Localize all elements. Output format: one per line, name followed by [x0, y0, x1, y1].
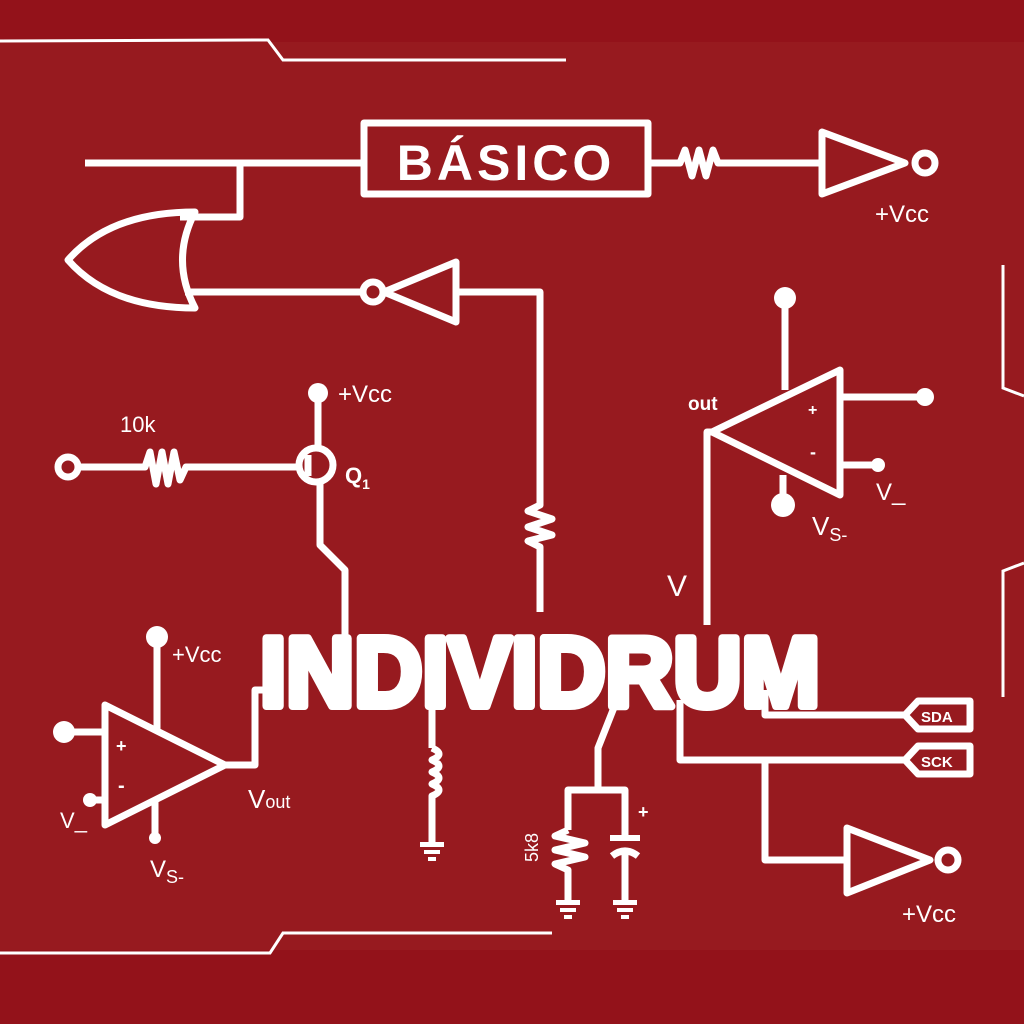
vs-minus-right-label: VS-	[812, 511, 847, 545]
vs-minus-left-label: VS-	[150, 856, 184, 887]
ground-symbol-resistor	[556, 900, 580, 919]
or-input-top	[180, 163, 244, 221]
rc-branch	[564, 786, 629, 835]
top-buffer	[818, 128, 909, 198]
vcc-transistor-label: +Vcc	[338, 381, 392, 408]
v-label: V	[667, 570, 687, 603]
sda-tag	[901, 697, 974, 733]
resistor-10k	[78, 448, 298, 488]
right-bracket-lower	[1001, 561, 1024, 697]
left-opamp-minus: -	[118, 775, 125, 797]
top-border-trace	[0, 38, 566, 62]
album-title: INDIVIDRUM	[260, 617, 820, 727]
transistor-q1	[295, 444, 337, 486]
transistor-label: Q1	[345, 463, 370, 492]
capacitor-plus: +	[638, 802, 649, 822]
right-opamp-output-wire	[703, 428, 712, 625]
bottom-border-trace	[0, 931, 552, 955]
sck-label: SCK	[921, 754, 953, 771]
vout-label: Vout	[248, 784, 290, 814]
bottom-buffer-wire	[761, 760, 847, 864]
vcc-bottom-label: +Vcc	[902, 901, 956, 928]
basico-label: BÁSICO	[397, 135, 615, 191]
bottom-buffer	[843, 824, 934, 897]
right-opamp-minus-dot	[871, 458, 885, 472]
inverter-resistor-wire	[456, 288, 556, 612]
ground-symbol-capacitor	[613, 900, 637, 919]
right-bracket-upper	[1001, 265, 1024, 398]
opamp-out-label: out	[688, 394, 718, 415]
right-opamp-minus: -	[810, 442, 816, 462]
top-band	[0, 0, 1024, 42]
rc-wire	[594, 703, 619, 790]
right-opamp-plus: +	[808, 402, 817, 419]
v-minus-right-label: V_	[876, 479, 906, 506]
sck-tag	[901, 742, 974, 778]
right-opamp	[708, 366, 844, 499]
top-buffer-output-circle	[911, 149, 939, 177]
left-opamp-plus: +	[116, 736, 127, 756]
inductor	[428, 744, 443, 842]
capacitor-plate-top	[610, 835, 640, 841]
emitter-wire	[316, 482, 349, 645]
right-opamp-bottom-dot	[771, 493, 795, 517]
right-opamp-plus-dot	[916, 388, 934, 406]
bottom-buffer-output-circle	[934, 846, 962, 874]
sda-label: SDA	[921, 709, 953, 726]
sda-wire	[761, 690, 905, 719]
vcc-left-label: +Vcc	[172, 642, 222, 667]
resistor-5k8-label: 5k8	[522, 833, 542, 862]
left-opamp-vs-dot	[149, 832, 161, 844]
v-minus-left-label: V_	[60, 808, 88, 833]
or-gate	[64, 208, 199, 312]
resistor-10k-label: 10k	[120, 412, 156, 437]
bottom-band	[0, 950, 1024, 1024]
sck-wire	[676, 700, 905, 764]
capacitor-plate-bottom	[609, 847, 641, 859]
ground-symbol-inductor	[420, 842, 444, 861]
left-opamp	[101, 701, 229, 829]
resistor-5k8	[551, 826, 589, 900]
basico-box	[360, 119, 652, 198]
top-resistor	[648, 146, 822, 180]
vcc-top-label: +Vcc	[875, 201, 929, 228]
left-opamp-output-wire	[225, 686, 282, 769]
